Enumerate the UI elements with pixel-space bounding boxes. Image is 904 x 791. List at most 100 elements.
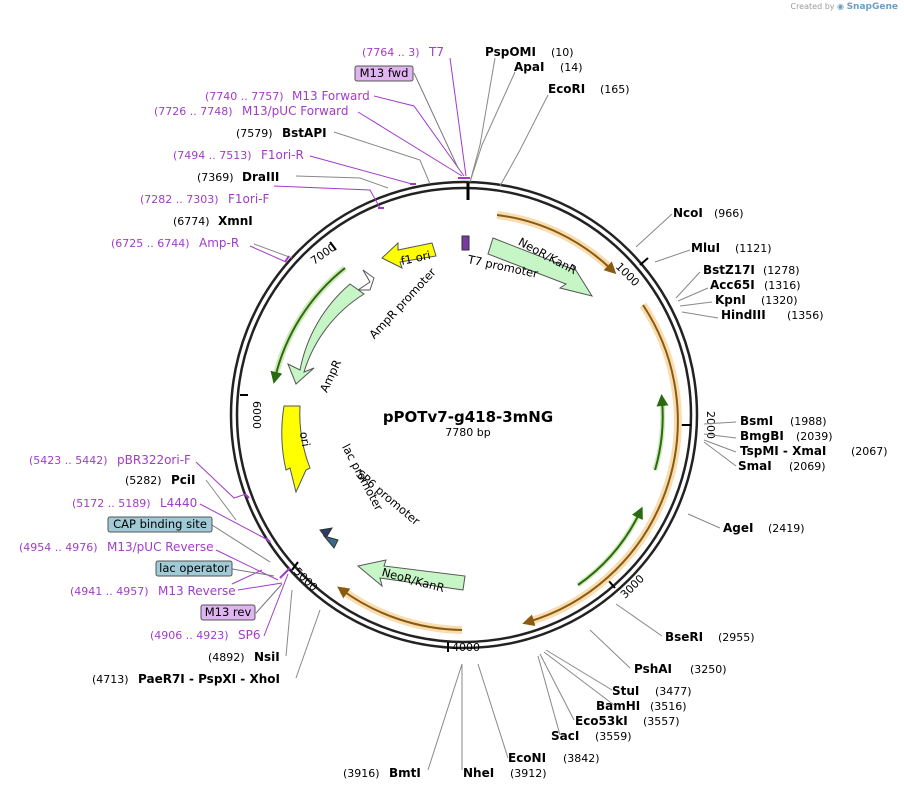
primer-name-m13puc-reverse: M13/pUC Reverse [107,540,214,554]
primer-labels: (7764 .. 3) T7 (7740 .. 7757) M13 Forwar… [19,45,444,642]
enzyme-name-kpni: KpnI [715,293,746,307]
enzyme-pos-ecori: (165) [600,83,630,96]
feature-label-sp6-promoter: SP6 promoter [353,467,422,528]
enzyme-name-nsii: NsiI [254,650,280,664]
feature-f1-ori: f1 ori [381,241,437,269]
box-label-cap-binding-site: CAP binding site [113,517,207,531]
enzyme-pos-pspomi: (10) [551,46,574,59]
primer-pos-m13-forward: (7740 .. 7757) [205,90,284,103]
primer-pos-m13puc-reverse: (4954 .. 4976) [19,541,98,554]
backbone-outer [229,180,699,650]
enzyme-name-eco53ki: Eco53kI [575,714,628,728]
enzyme-name-bmti: BmtI [389,766,421,780]
enzyme-name-xmni: XmnI [218,214,253,228]
enzyme-name-econi: EcoNI [508,751,546,765]
enzyme-name-ecori: EcoRI [548,82,585,96]
enzyme-pos-apai: (14) [560,61,583,74]
feature-ampr-promoter: AmpR promoter [356,265,439,342]
enzyme-pos-econi: (3842) [563,752,600,765]
primer-name-m13-forward: M13 Forward [292,89,370,103]
boxed-labels: M13 fwd CAP binding site lac operator M1… [107,65,414,621]
feature-neor-bottom: NeoR/KanR [356,559,466,595]
feature-ori: ori [281,405,313,494]
primer-name-pbr322ori-f: pBR322ori-F [117,453,191,467]
enzyme-pos-pshai: (3250) [690,663,727,676]
feature-ampr: AmpR [287,283,365,395]
primer-leaders [195,57,467,637]
primer-pos-sp6: (4906 .. 4923) [150,629,229,642]
enzyme-name-bseri: BseRI [665,630,703,644]
feature-label-ori: ori [297,431,313,448]
enzyme-pos-bstz17i: (1278) [763,264,800,277]
enzyme-name-pshai: PshAI [634,662,672,676]
primer-pos-m13-reverse: (4941 .. 4957) [70,585,149,598]
enzyme-name-bstapi: BstAPI [282,126,327,140]
orf-arcs [270,211,682,634]
plasmid-length: 7780 bp [445,426,490,439]
box-label-m13-rev: M13 rev [205,605,252,619]
enzyme-pos-bmgbi: (2039) [796,430,833,443]
enzyme-name-agei: AgeI [723,521,753,535]
enzyme-pos-bmti: (3916) [343,767,380,780]
plasmid-name: pPOTv7-g418-3mNG [383,408,553,426]
enzyme-name-ncoi: NcoI [673,206,703,220]
primer-pos-t7: (7764 .. 3) [362,46,420,59]
primer-name-sp6: SP6 [238,628,261,642]
inner-arcs [576,394,669,588]
boxed-leaders [211,72,459,614]
enzyme-pos-bamhi: (3516) [650,700,687,713]
enzyme-pos-bstapi: (7579) [236,127,273,140]
feature-label-ampr: AmpR [317,357,344,394]
enzyme-name-smai: SmaI [738,459,772,473]
tick-5000: 5000 [291,565,320,594]
enzyme-name-apai: ApaI [514,60,544,74]
enzyme-pos-nsii: (4892) [208,651,245,664]
enzyme-name-bamhi: BamHI [596,699,640,713]
enzyme-pos-tspmi-xmai: (2067) [851,445,888,458]
primer-pos-f1ori-r: (7494 .. 7513) [173,149,252,162]
enzyme-pos-paer7i: (4713) [92,673,129,686]
primer-pos-f1ori-f: (7282 .. 7303) [140,193,219,206]
primer-name-amp-r: Amp-R [199,236,239,250]
enzyme-pos-saci: (3559) [595,730,632,743]
enzyme-pos-agei: (2419) [768,522,805,535]
primer-name-f1ori-f: F1ori-F [228,192,269,206]
snapgene-credit: Created by ◉ SnapGene [790,2,898,12]
enzyme-pos-xmni: (6774) [173,215,210,228]
enzyme-name-hindiii: HindIII [721,308,766,322]
enzyme-pos-bsmi: (1988) [790,415,827,428]
enzyme-name-bsmi: BsmI [740,414,773,428]
primer-name-t7: T7 [428,45,444,59]
primer-name-l4440: L4440 [160,496,197,510]
enzyme-name-acc65i: Acc65I [710,278,755,292]
snapgene-logo-icon: ◉ [837,2,845,11]
enzyme-name-pcii: PciI [171,473,196,487]
enzyme-name-tspmi-xmai: TspMI - XmaI [740,444,826,458]
enzyme-name-saci: SacI [551,729,579,743]
primer-pos-l4440: (5172 .. 5189) [72,497,151,510]
box-label-lac-operator: lac operator [159,561,229,575]
enzyme-pos-smai: (2069) [789,460,826,473]
enzyme-name-nhei: NheI [463,766,494,780]
primer-name-f1ori-r: F1ori-R [261,148,304,162]
enzyme-pos-eco53ki: (3557) [643,715,680,728]
enzyme-pos-hindiii: (1356) [787,309,824,322]
primer-name-m13-reverse: M13 Reverse [158,584,236,598]
enzyme-name-bstz17i: BstZ17I [703,263,755,277]
enzyme-pos-kpni: (1320) [761,294,798,307]
credit-prefix: Created by [790,2,835,11]
backbone-inner [235,186,693,644]
primer-pos-pbr322ori-f: (5423 .. 5442) [29,454,108,467]
enzyme-pos-stui: (3477) [655,685,692,698]
credit-brand: SnapGene [846,2,898,12]
enzyme-pos-draiii: (7369) [197,171,234,184]
enzyme-name-draiii: DraIII [242,170,279,184]
feature-label-ampr-promoter: AmpR promoter [366,265,439,342]
enzyme-leaders [205,57,737,771]
primer-name-m13puc-forward: M13/pUC Forward [242,104,349,118]
enzyme-pos-pcii: (5282) [125,474,162,487]
tick-6000: 6000 [250,401,263,429]
enzyme-name-paer7i: PaeR7I - PspXI - XhoI [138,672,280,686]
enzyme-name-mlui: MluI [691,241,720,255]
